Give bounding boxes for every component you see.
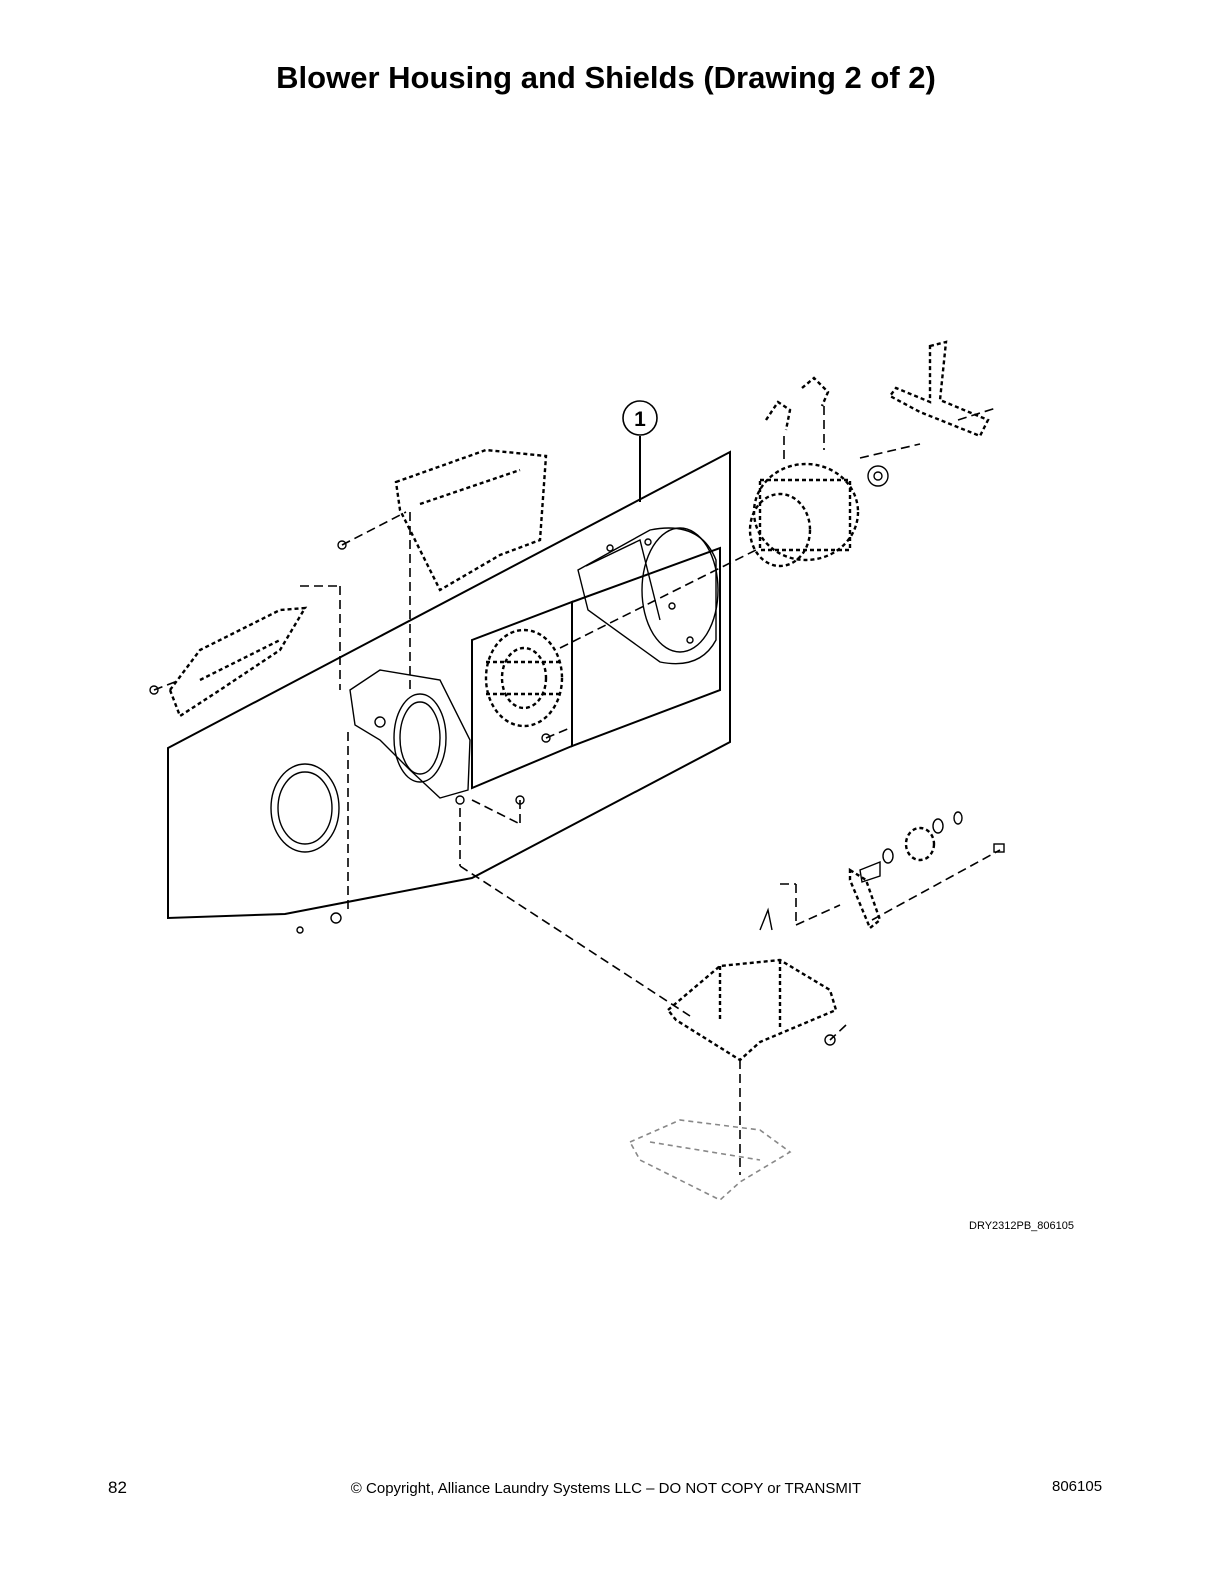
copyright-notice: © Copyright, Alliance Laundry Systems LL… <box>350 1480 862 1497</box>
gasket-ring <box>270 763 340 853</box>
assembly-lines <box>153 406 1001 1175</box>
left-shield <box>168 606 308 718</box>
motor-clips <box>765 376 830 431</box>
idler-assembly <box>666 811 1005 1062</box>
callout-circle <box>622 400 658 436</box>
document-number: 806105 <box>1052 1478 1103 1495</box>
motor <box>748 462 889 568</box>
blower-housing-panel <box>167 450 731 920</box>
blower-housing <box>577 527 719 665</box>
drawing-id: DRY2312PB_806105 <box>969 1220 1074 1232</box>
page-title: Blower Housing and Shields (Drawing 2 of… <box>276 60 936 95</box>
callout-label: 1 <box>634 408 646 431</box>
page-number: 82 <box>108 1478 127 1497</box>
duct-shield <box>394 448 548 592</box>
adapter-plate <box>349 669 471 805</box>
motor-bracket <box>888 340 990 438</box>
base-frame <box>628 1119 792 1201</box>
blower-wheel <box>484 628 564 728</box>
